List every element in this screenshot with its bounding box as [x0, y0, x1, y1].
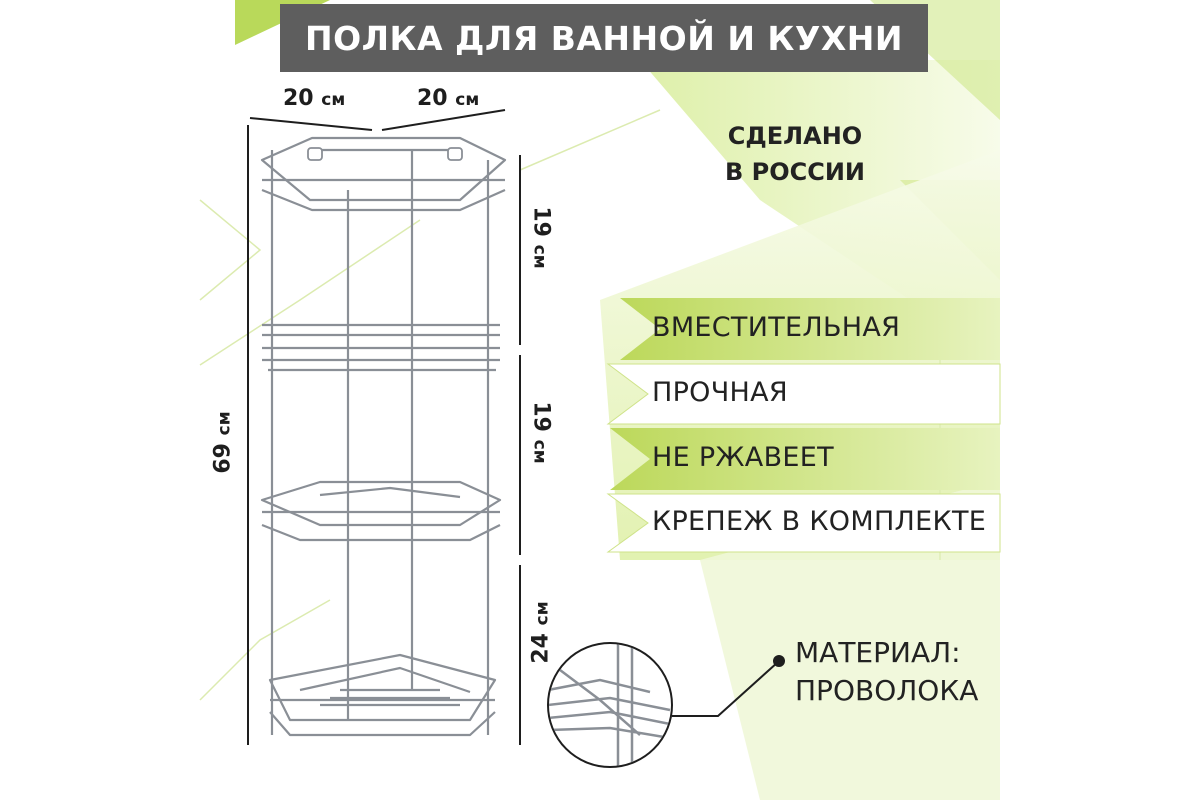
- dimension-unit: см: [321, 90, 346, 110]
- material-line-2: ПРОВОЛОКА: [795, 674, 979, 707]
- mount-brackets: [307, 147, 463, 161]
- feature-capacious: ВМЕСТИТЕЛЬНАЯ: [652, 312, 901, 343]
- dimension-unit: см: [529, 244, 550, 269]
- dimension-unit: см: [529, 439, 550, 464]
- dimension-value: 19: [528, 206, 554, 237]
- shelf-illustration: [260, 136, 507, 737]
- dimension-section-2: 19 см: [529, 401, 554, 463]
- feature-band-2-edge: [606, 363, 1001, 425]
- material-pointer-dot: [773, 655, 785, 667]
- dimension-value: 20: [283, 86, 314, 111]
- feature-mounting-included: КРЕПЕЖ В КОМПЛЕКТЕ: [652, 506, 987, 537]
- material-pointer-line: [672, 661, 779, 717]
- dimension-value: 69: [210, 443, 236, 474]
- bg-line-top: [519, 109, 661, 171]
- dimension-value: 24: [528, 633, 554, 664]
- feature-band-4-edge: [606, 493, 1001, 553]
- feature-band-1: [620, 298, 1000, 360]
- dimension-unit: см: [214, 411, 235, 436]
- dimension-lines: [247, 109, 521, 745]
- title-text: ПОЛКА ДЛЯ ВАННОЙ И КУХНИ: [304, 18, 904, 58]
- dimension-width-left: 20 см: [283, 86, 345, 111]
- bg-line-left-3: [199, 599, 331, 701]
- dimension-unit: см: [455, 90, 480, 110]
- made-in-line-2: В РОССИИ: [724, 158, 866, 186]
- material-line-1: МАТЕРИАЛ:: [795, 636, 961, 669]
- dimension-section-3: 24 см: [529, 601, 554, 663]
- dimension-value: 20: [417, 86, 448, 111]
- material-label: МАТЕРИАЛ: ПРОВОЛОКА: [795, 634, 978, 710]
- feature-durable: ПРОЧНАЯ: [652, 377, 788, 408]
- dimension-width-right: 20 см: [417, 86, 479, 111]
- bg-panel-bottom-right: [700, 480, 1000, 800]
- dimension-unit: см: [532, 601, 553, 626]
- dimension-section-1: 19 см: [529, 206, 554, 268]
- dimension-value: 19: [528, 401, 554, 432]
- feature-band-4: [608, 494, 1000, 552]
- feature-band-2: [608, 364, 1000, 424]
- dimension-height-total: 69 см: [211, 411, 236, 473]
- made-in-label: СДЕЛАНО В РОССИИ: [700, 118, 890, 190]
- title-banner: ПОЛКА ДЛЯ ВАННОЙ И КУХНИ: [280, 4, 928, 72]
- bg-line-left-2: [199, 199, 262, 301]
- feature-rustproof: НЕ РЖАВЕЕТ: [652, 442, 834, 473]
- feature-band-3: [610, 428, 1000, 490]
- material-zoom-circle: [547, 642, 673, 768]
- made-in-line-1: СДЕЛАНО: [727, 122, 863, 150]
- bg-line-left-1: [199, 219, 421, 366]
